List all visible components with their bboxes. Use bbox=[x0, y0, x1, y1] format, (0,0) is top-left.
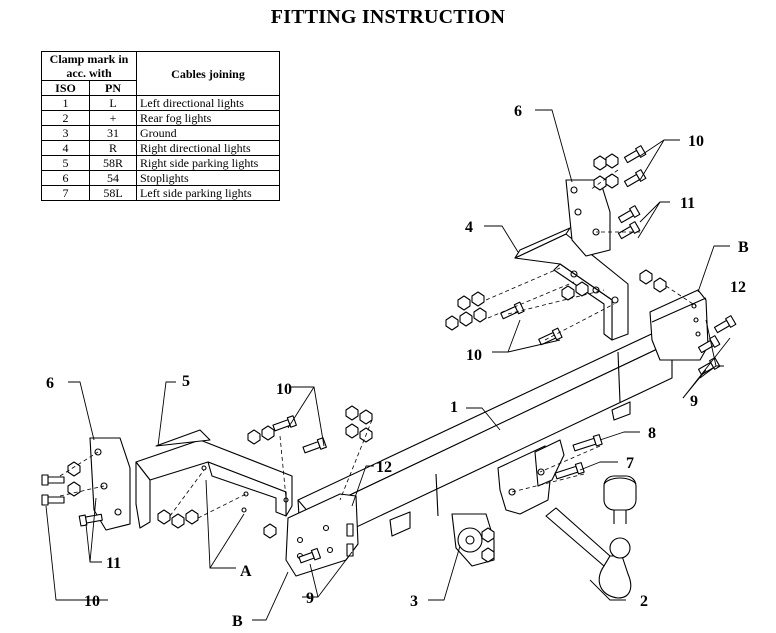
cable-cell: Left side parking lights bbox=[136, 185, 280, 201]
callout-11-left: 11 bbox=[106, 555, 121, 572]
callout-10-left-bottom: 10 bbox=[84, 593, 100, 610]
callout-12-mid: 12 bbox=[376, 459, 392, 476]
callout-a: A bbox=[240, 563, 252, 580]
pn-cell: 58R bbox=[89, 155, 137, 171]
callout-6-top: 6 bbox=[514, 103, 522, 120]
callout-6-left: 6 bbox=[46, 375, 54, 392]
callout-12-right: 12 bbox=[730, 279, 746, 296]
right-side-bracket bbox=[649, 289, 709, 361]
callout-10-top: 10 bbox=[688, 133, 704, 150]
right-arm-part bbox=[514, 227, 629, 341]
left-mounting-plate bbox=[89, 437, 131, 531]
cable-cell: Left directional lights bbox=[136, 95, 280, 111]
callout-11-top: 11 bbox=[680, 195, 695, 212]
table-row: 6 54 Stoplights bbox=[40, 170, 280, 186]
pn-header: PN bbox=[89, 80, 137, 96]
left-arm-part bbox=[135, 429, 293, 529]
callout-8: 8 bbox=[648, 425, 656, 442]
callout-leader-lines bbox=[45, 109, 731, 621]
callout-7: 7 bbox=[626, 455, 634, 472]
callout-3: 3 bbox=[410, 593, 418, 610]
table-row: 2 + Rear fog lights bbox=[40, 110, 280, 126]
iso-cell: 6 bbox=[40, 170, 91, 186]
callout-b-bottom: B bbox=[232, 613, 243, 630]
callout-9-right: 9 bbox=[690, 393, 698, 410]
cable-cell: Right directional lights bbox=[136, 140, 280, 156]
towball-part bbox=[545, 475, 637, 599]
callout-10-left-top: 10 bbox=[276, 381, 292, 398]
table-row: 3 31 Ground bbox=[40, 125, 280, 141]
pn-cell: 54 bbox=[89, 170, 137, 186]
callout-labels: 6 10 11 4 B 12 10 9 1 8 7 6 5 10 12 11 A… bbox=[46, 103, 749, 630]
callout-1: 1 bbox=[450, 399, 458, 416]
cables-joining-header: Cables joining bbox=[136, 51, 280, 96]
callout-2: 2 bbox=[640, 593, 648, 610]
pn-cell: 58L bbox=[89, 185, 137, 201]
ball-mount-plate bbox=[497, 439, 565, 515]
assembly-guide-lines bbox=[59, 169, 697, 519]
table-row: 7 58L Left side parking lights bbox=[40, 185, 280, 201]
page-title: FITTING INSTRUCTION bbox=[270, 6, 506, 28]
iso-cell: 7 bbox=[40, 185, 91, 201]
callout-5: 5 bbox=[182, 373, 190, 390]
table-row: 4 R Right directional lights bbox=[40, 140, 280, 156]
callout-9-left: 9 bbox=[306, 590, 314, 607]
table-row: 1 L Left directional lights bbox=[40, 95, 280, 111]
nut-washer-set bbox=[67, 153, 667, 563]
callout-10-mid: 10 bbox=[466, 347, 482, 364]
callout-4: 4 bbox=[465, 219, 473, 236]
cable-joining-table: Clamp mark in acc. with Cables joining I… bbox=[40, 51, 280, 201]
callout-b-right: B bbox=[738, 239, 749, 256]
iso-header: ISO bbox=[40, 80, 91, 96]
